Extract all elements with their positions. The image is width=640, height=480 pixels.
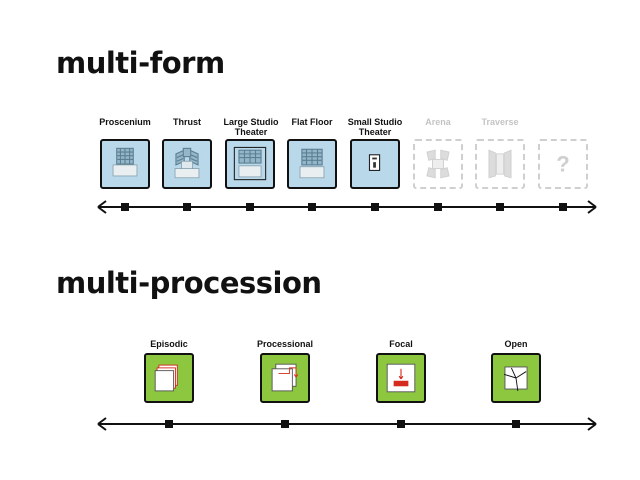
label-arena: Arena bbox=[425, 117, 451, 127]
thrust-card bbox=[162, 139, 212, 189]
episodic-card bbox=[144, 353, 194, 403]
open-card bbox=[491, 353, 541, 403]
flat-floor-plan-icon bbox=[299, 148, 325, 179]
focal-card bbox=[376, 353, 426, 403]
flat-floor-card bbox=[287, 139, 337, 189]
label-episodic: Episodic bbox=[150, 339, 188, 349]
label-large-studio-theater: Large Studio Theater bbox=[223, 117, 279, 137]
form-tick-marker bbox=[183, 203, 191, 211]
form-tick-marker bbox=[559, 203, 567, 211]
question-mark-glyph: ? bbox=[556, 151, 570, 176]
processional-card bbox=[260, 353, 310, 403]
open-diagram-icon bbox=[503, 366, 528, 391]
form-tick-marker bbox=[371, 203, 379, 211]
question-mark-icon: ? bbox=[556, 151, 570, 176]
label-processional: Processional bbox=[256, 339, 314, 349]
arena-plan-icon bbox=[426, 149, 450, 179]
procession-tick-marker bbox=[512, 420, 520, 428]
label-open: Open bbox=[504, 339, 528, 349]
unknown-form-card: ? bbox=[538, 139, 588, 189]
processional-diagram-icon bbox=[271, 363, 299, 392]
focal-diagram-icon bbox=[386, 363, 416, 393]
label-focal: Focal bbox=[389, 339, 413, 349]
timeline-right-arrow-icon bbox=[587, 200, 597, 214]
small-studio-plan-icon bbox=[368, 154, 381, 171]
label-flat-floor: Flat Floor bbox=[291, 117, 333, 127]
form-tick-marker bbox=[308, 203, 316, 211]
form-tick-marker bbox=[121, 203, 129, 211]
label-thrust: Thrust bbox=[173, 117, 201, 127]
procession-tick-marker bbox=[165, 420, 173, 428]
arena-card bbox=[413, 139, 463, 189]
small-studio-theater-card bbox=[350, 139, 400, 189]
label-proscenium: Proscenium bbox=[99, 117, 151, 127]
proscenium-card bbox=[100, 139, 150, 189]
multi-procession-title: multi-procession bbox=[56, 266, 322, 300]
timeline-left-arrow-icon bbox=[97, 200, 107, 214]
episodic-diagram-icon bbox=[154, 364, 178, 392]
traverse-plan-icon bbox=[488, 149, 512, 179]
multi-form-title: multi-form bbox=[56, 46, 225, 80]
form-tick-marker bbox=[434, 203, 442, 211]
proscenium-plan-icon bbox=[112, 147, 138, 177]
timeline-right-arrow-icon bbox=[587, 417, 597, 431]
thrust-plan-icon bbox=[174, 147, 200, 179]
procession-tick-marker bbox=[281, 420, 289, 428]
timeline-left-arrow-icon bbox=[97, 417, 107, 431]
form-tick-marker bbox=[246, 203, 254, 211]
traverse-card bbox=[475, 139, 525, 189]
large-studio-theater-card bbox=[225, 139, 275, 189]
form-tick-marker bbox=[496, 203, 504, 211]
large-studio-plan-icon bbox=[233, 146, 267, 181]
label-small-studio-theater: Small Studio Theater bbox=[347, 117, 403, 137]
procession-tick-marker bbox=[397, 420, 405, 428]
label-traverse: Traverse bbox=[481, 117, 519, 127]
